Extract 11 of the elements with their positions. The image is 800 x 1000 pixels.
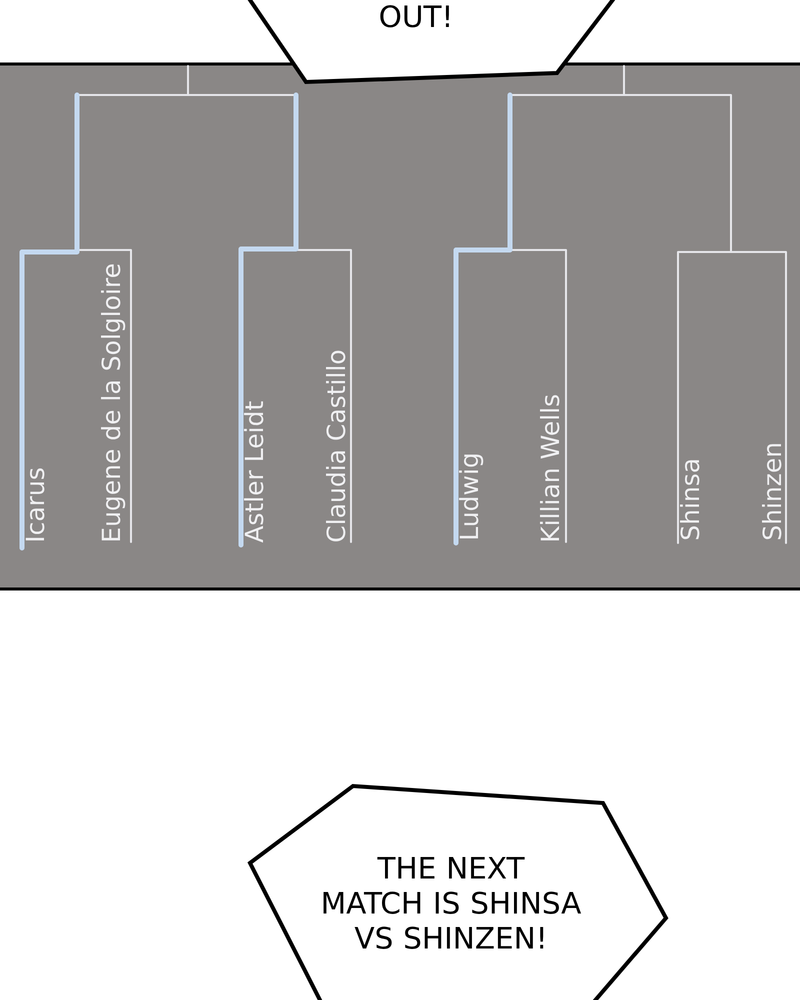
player-name: Shinzen [762, 444, 782, 540]
speech-bubble: THE NEXT MATCH IS SHINSA VS SHINZEN! [247, 784, 668, 1000]
player-name: Claudia Castillo [326, 350, 346, 542]
player-name: Killian Wells [540, 395, 560, 540]
player-name: Eugene de la Solgloire [101, 264, 126, 540]
player-name: Icarus [26, 468, 44, 540]
node-label: OUT! [380, 5, 449, 28]
player-name: Astler Leidt [244, 401, 264, 543]
speech-bubble: OUT! [246, 0, 617, 84]
player-name: Shinsa [680, 460, 700, 540]
player-name: Ludwig [459, 454, 484, 538]
